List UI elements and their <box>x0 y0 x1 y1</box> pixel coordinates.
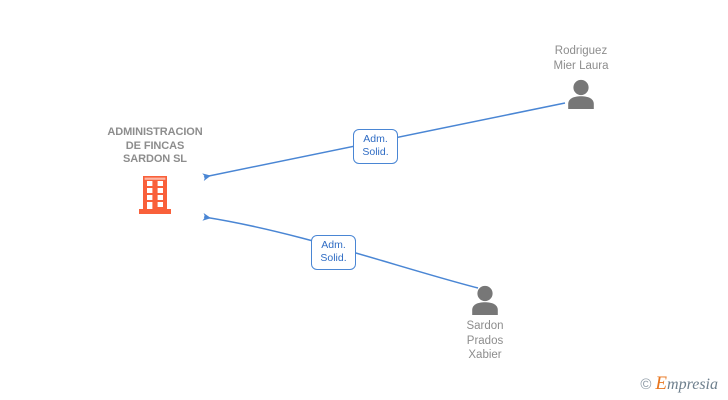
company-node[interactable]: ADMINISTRACION DE FINCAS SARDON SL <box>84 126 226 214</box>
person-node-rodriguez-mier-laura[interactable]: Rodriguez Mier Laura <box>521 44 641 109</box>
relation-label-rodriguez-mier-laura[interactable]: Adm. Solid. <box>353 129 398 164</box>
copyright-icon: © <box>640 375 652 393</box>
person-node-sardon-prados-xabier[interactable]: Sardon Prados Xabier <box>425 285 545 363</box>
person-icon <box>564 79 598 109</box>
building-icon <box>138 175 172 214</box>
person-name: Rodriguez Mier Laura <box>553 45 609 72</box>
brand-initial: E <box>655 373 668 394</box>
relation-label-sardon-prados-xabier[interactable]: Adm. Solid. <box>311 235 356 270</box>
company-name: ADMINISTRACION DE FINCAS SARDON SL <box>107 126 203 165</box>
brand-name: Empresia <box>655 373 718 395</box>
brand-rest: mpresia <box>667 376 718 393</box>
person-icon <box>468 285 502 315</box>
person-name: Sardon Prados Xabier <box>466 320 504 361</box>
watermark: © Empresia <box>640 373 718 395</box>
